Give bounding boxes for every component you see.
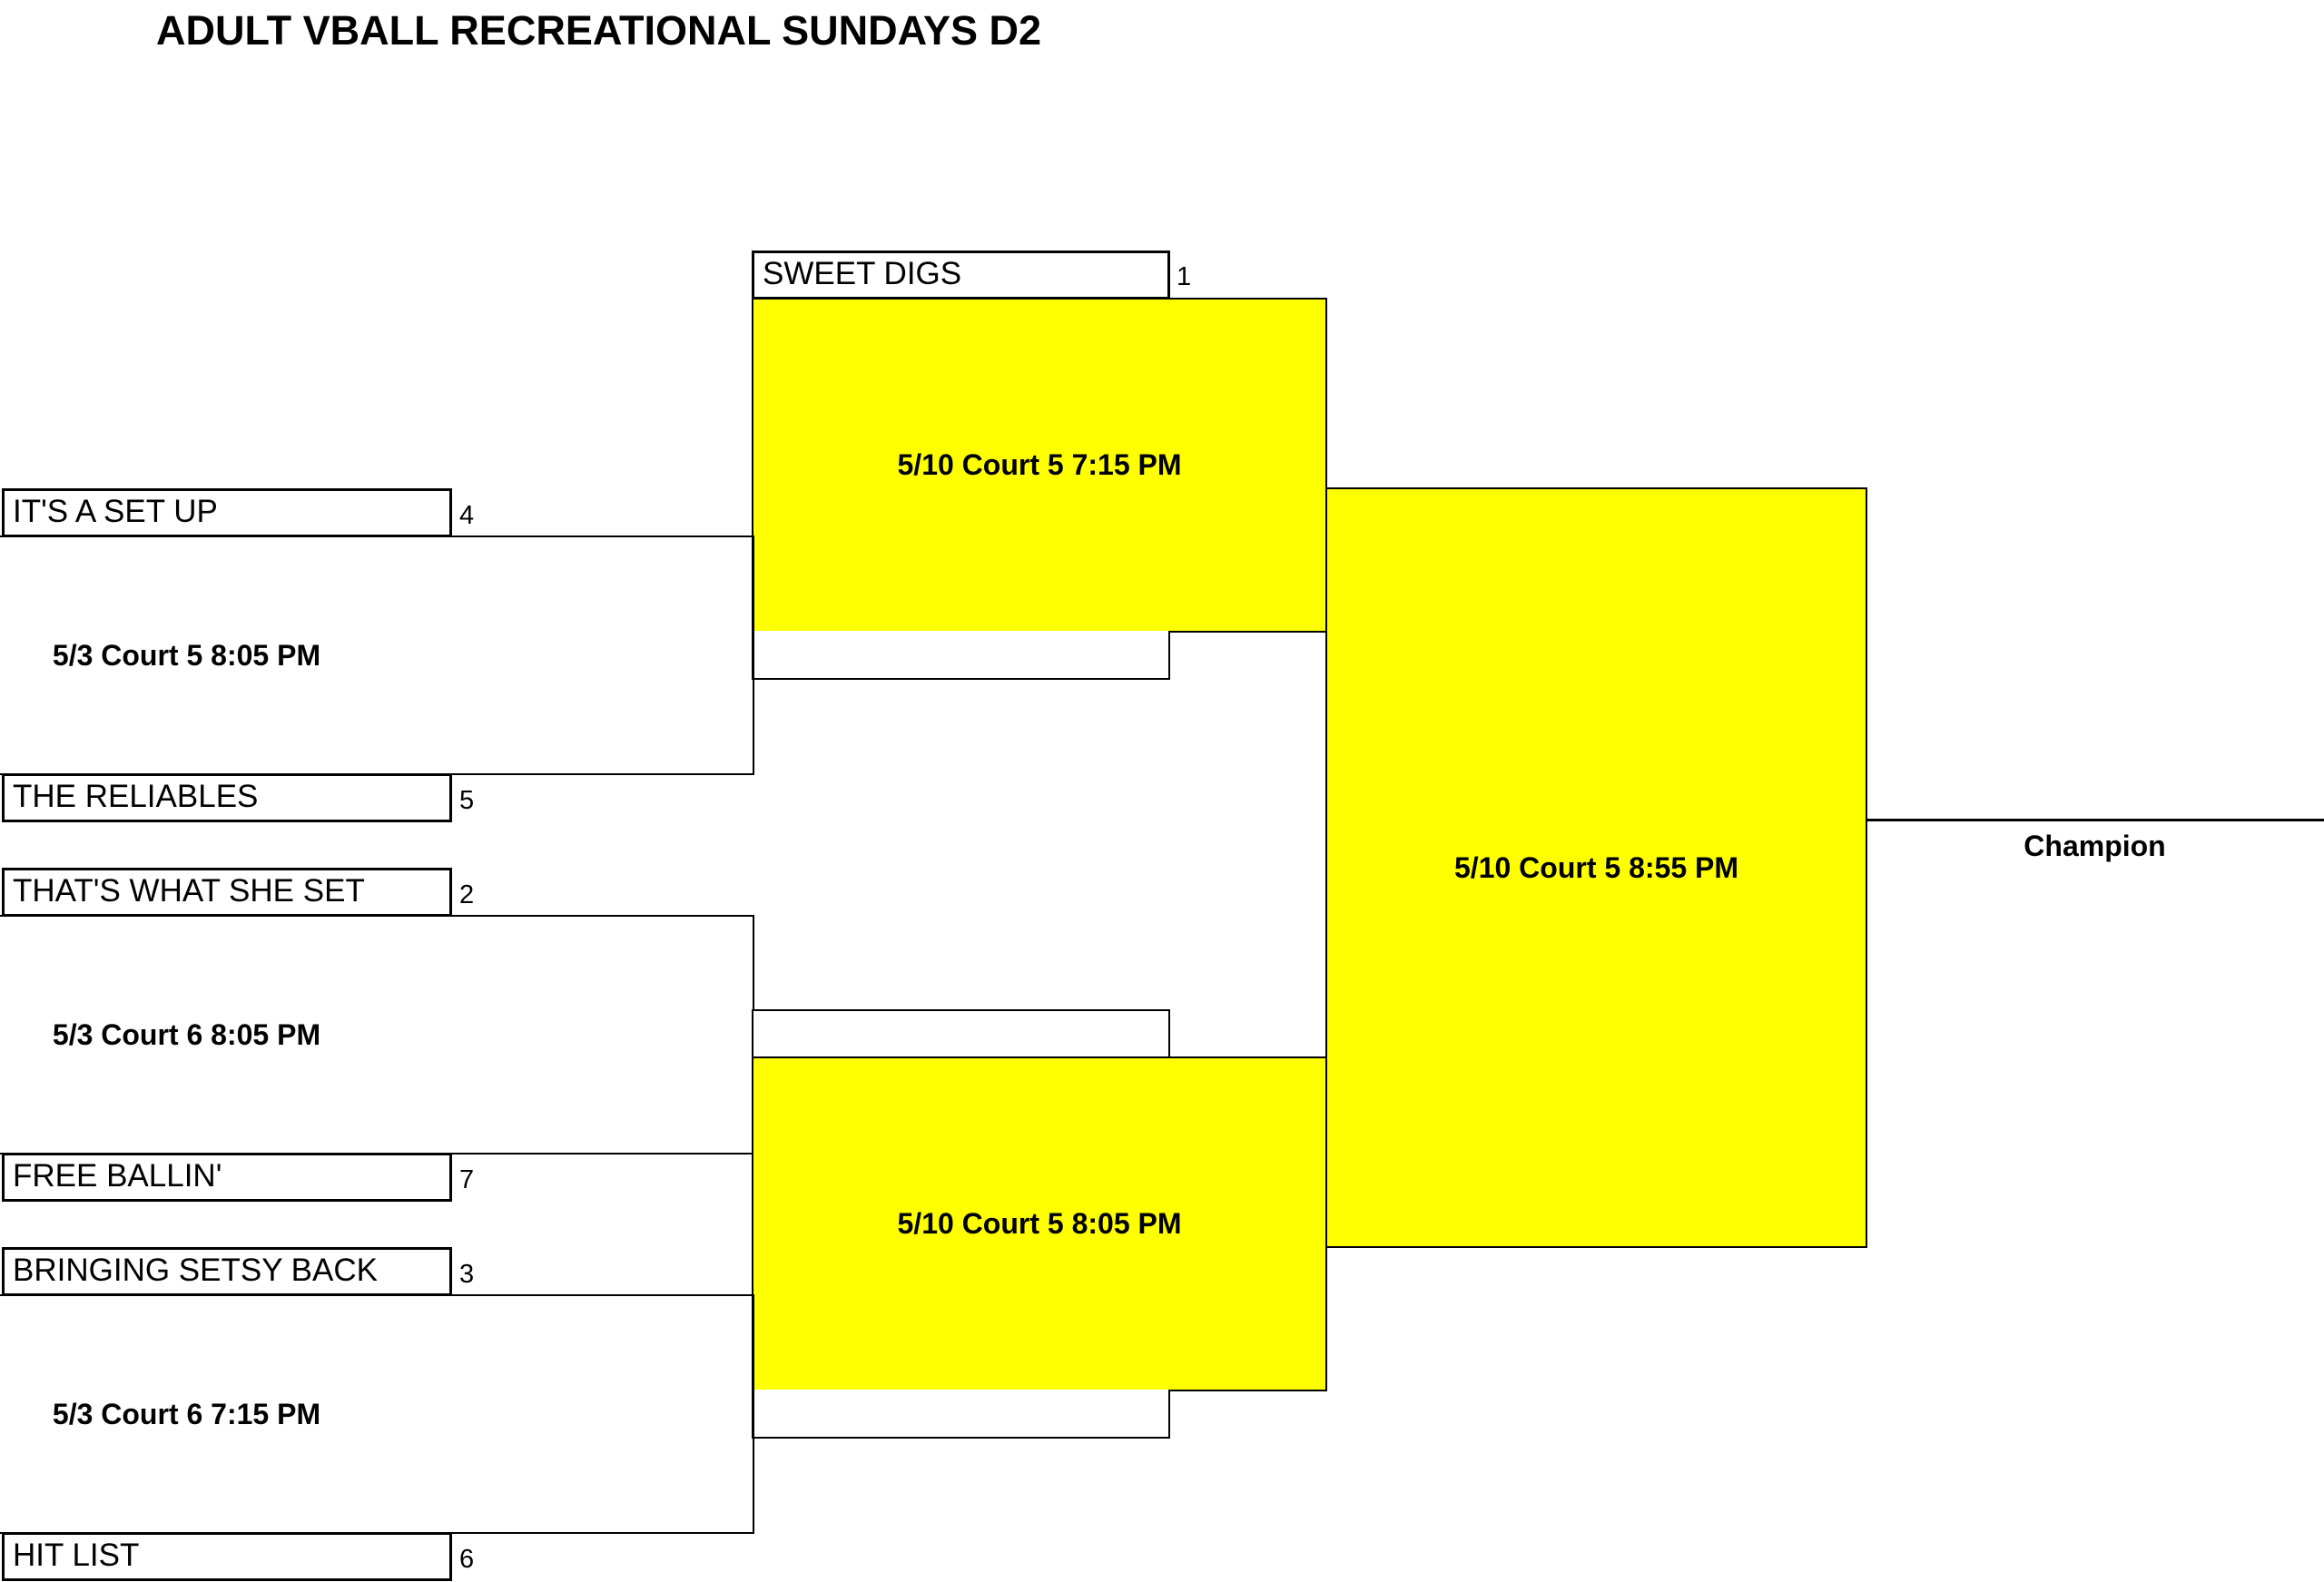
winner-slot-game-2 <box>752 1009 1170 1058</box>
quarterfinal-game-2: 5/3 Court 6 8:05 PM <box>0 915 754 1155</box>
seed-number: 2 <box>459 880 475 909</box>
seed-number: 6 <box>459 1545 475 1574</box>
seed-number: 7 <box>459 1165 475 1194</box>
team-slot-bringing-setsy-back: BRINGING SETSY BACK <box>2 1247 452 1296</box>
game-schedule-label: 5/3 Court 6 7:15 PM <box>52 1397 321 1430</box>
game-schedule-label: 5/10 Court 5 8:05 PM <box>897 1207 1182 1240</box>
team-slot-hit-list: HIT LIST <box>2 1532 452 1581</box>
winner-slot-game-3 <box>752 1390 1170 1439</box>
team-slot-its-a-set-up: IT'S A SET UP <box>2 488 452 537</box>
bracket-title: ADULT VBALL RECREATIONAL SUNDAYS D2 <box>156 7 1042 54</box>
semifinal-game-2: 5/10 Court 5 8:05 PM <box>752 1056 1327 1391</box>
game-schedule-label: 5/3 Court 5 8:05 PM <box>52 638 321 672</box>
game-schedule-label: 5/10 Court 5 7:15 PM <box>897 448 1182 481</box>
final-game: 5/10 Court 5 8:55 PM <box>1325 487 1867 1248</box>
champion-line <box>1866 819 2324 821</box>
seed-number: 1 <box>1177 262 1192 291</box>
winner-slot-game-1 <box>752 631 1170 680</box>
seed-number: 5 <box>459 786 475 815</box>
game-schedule-label: 5/3 Court 6 8:05 PM <box>52 1017 321 1051</box>
team-slot-thats-what-she-set: THAT'S WHAT SHE SET <box>2 868 452 917</box>
semifinal-game-1: 5/10 Court 5 7:15 PM <box>752 298 1327 633</box>
game-schedule-label: 5/10 Court 5 8:55 PM <box>1454 850 1738 884</box>
seed-number: 3 <box>459 1260 475 1289</box>
champion-label: Champion <box>2024 830 2166 862</box>
team-slot-free-ballin: FREE BALLIN' <box>2 1153 452 1202</box>
seed-number: 4 <box>459 501 475 530</box>
team-slot-sweet-digs: SWEET DIGS <box>752 251 1170 300</box>
team-slot-the-reliables: THE RELIABLES <box>2 773 452 822</box>
quarterfinal-game-1: 5/3 Court 5 8:05 PM <box>0 536 754 775</box>
quarterfinal-game-3: 5/3 Court 6 7:15 PM <box>0 1294 754 1534</box>
